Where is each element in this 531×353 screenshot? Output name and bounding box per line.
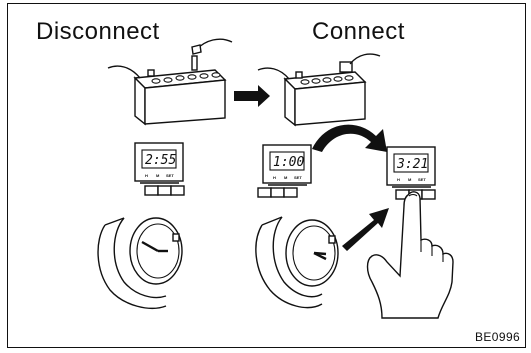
battery-disconnected [107,38,233,126]
battery-connected [257,53,381,127]
pointing-hand-icon [366,191,454,319]
figure-border [7,3,526,348]
clock-display-before [134,142,185,196]
clock-display-after [386,146,436,200]
clock-time-reset: 1:00 [273,155,304,170]
arrow-right-icon [234,85,270,107]
disconnect-heading: Disconnect [36,18,160,45]
figure-code: BE0996 [475,330,521,344]
clock-button-label: SET [166,173,174,178]
clock-time-before: 2:55 [145,153,176,168]
clock-button-label: SET [418,177,426,182]
clock-button-label: H [273,175,276,180]
clock-button-label: H [145,173,148,178]
clock-button-label: H [397,177,400,182]
clock-button-label: M [156,173,160,178]
arrow-up-right-icon [342,208,389,251]
clock-button-label: SET [294,175,302,180]
wristwatch-icon [97,217,183,309]
connect-heading: Connect [312,18,405,45]
wristwatch-icon [255,216,339,309]
curved-arrow-icon [312,124,387,152]
clock-time-after: 3:21 [396,157,428,172]
clock-button-label: M [408,177,412,182]
clock-button-label: M [284,175,288,180]
clock-display-reset [257,144,312,198]
